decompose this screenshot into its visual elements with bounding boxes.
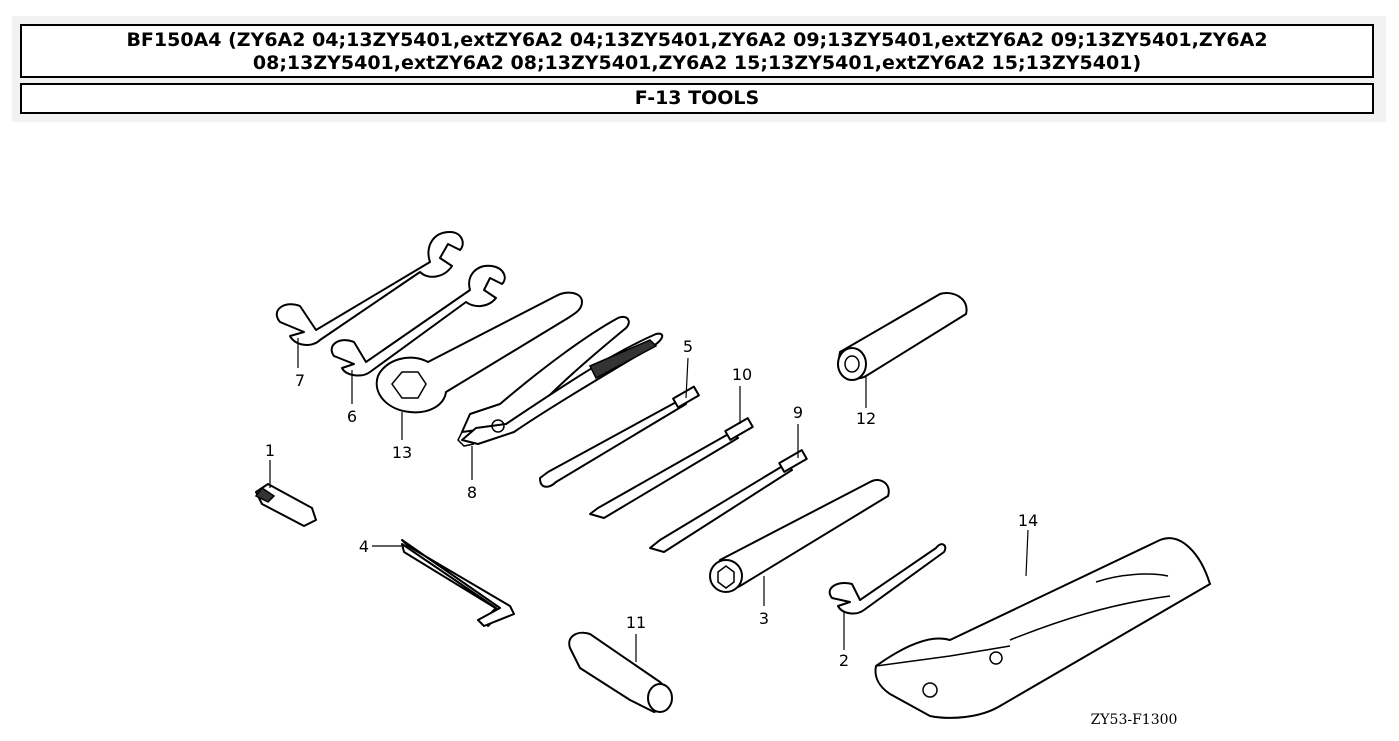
callout-10: 10 bbox=[732, 365, 752, 384]
part-4-hex-key[interactable] bbox=[401, 539, 515, 627]
callout-8: 8 bbox=[467, 483, 477, 502]
part-12-socket-wrench[interactable] bbox=[837, 292, 968, 381]
part-6-wrench[interactable] bbox=[330, 264, 506, 377]
callout-3: 3 bbox=[759, 609, 769, 628]
part-14-tool-bag[interactable] bbox=[874, 537, 1211, 719]
callout-13: 13 bbox=[392, 443, 412, 462]
part-3-socket-spanner[interactable] bbox=[709, 478, 890, 593]
callout-5: 5 bbox=[683, 337, 693, 356]
callout-14: 14 bbox=[1018, 511, 1038, 530]
header-panel: BF150A4 (ZY6A2 04;13ZY5401,extZY6A2 04;1… bbox=[12, 16, 1386, 122]
callout-4: 4 bbox=[359, 537, 369, 556]
callout-1: 1 bbox=[265, 441, 275, 460]
callout-11: 11 bbox=[626, 613, 646, 632]
part-1-clip[interactable] bbox=[254, 483, 317, 527]
model-title-line2: 08;13ZY5401,extZY6A2 08;13ZY5401,ZY6A2 1… bbox=[252, 52, 1142, 74]
part-8-pliers[interactable] bbox=[457, 316, 664, 447]
part-2-small-wrench[interactable] bbox=[828, 543, 947, 615]
model-title-box: BF150A4 (ZY6A2 04;13ZY5401,extZY6A2 04;1… bbox=[20, 24, 1374, 78]
part-9-phillips-screwdriver[interactable] bbox=[649, 449, 808, 553]
parts-illustration: 7 6 13 8 5 10 9 12 1 4 3 11 2 14 ZY53-F1… bbox=[254, 231, 1211, 728]
callout-7: 7 bbox=[295, 371, 305, 390]
leader-lines bbox=[269, 338, 1029, 662]
exploded-parts-diagram: 7 6 13 8 5 10 9 12 1 4 3 11 2 14 ZY53-F1… bbox=[0, 130, 1399, 741]
callout-6: 6 bbox=[347, 407, 357, 426]
part-7-wrench[interactable] bbox=[275, 231, 464, 346]
part-13-box-wrench[interactable] bbox=[375, 291, 583, 414]
section-title: F-13 TOOLS bbox=[20, 83, 1374, 114]
model-title-line1: BF150A4 (ZY6A2 04;13ZY5401,extZY6A2 04;1… bbox=[126, 29, 1268, 51]
callout-2: 2 bbox=[839, 651, 849, 670]
part-11-driver-handle[interactable] bbox=[568, 631, 673, 713]
figure-code: ZY53-F1300 bbox=[1091, 712, 1178, 728]
callout-12: 12 bbox=[856, 409, 876, 428]
part-10-screwdriver[interactable] bbox=[589, 417, 754, 519]
callout-9: 9 bbox=[793, 403, 803, 422]
